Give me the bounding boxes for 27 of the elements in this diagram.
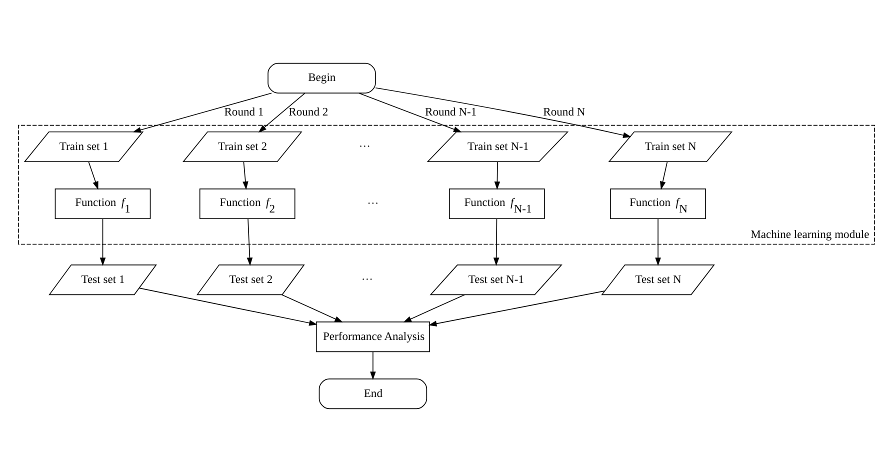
node-box: Begin	[268, 62, 376, 93]
arrow	[88, 160, 98, 190]
arrow	[370, 350, 376, 380]
label: ···	[361, 272, 373, 286]
arrow	[242, 160, 248, 190]
node-box: End	[318, 378, 428, 409]
arrow	[493, 218, 500, 266]
edge-label: Round N	[543, 105, 586, 118]
edge-label: Round 1	[224, 105, 264, 118]
node-box: Performance Analysis	[316, 321, 430, 352]
arrow	[358, 92, 462, 132]
arrow	[281, 294, 343, 322]
arrow	[403, 294, 466, 322]
arrow	[655, 218, 661, 266]
arrow	[494, 160, 500, 190]
edge-label: Round 2	[288, 105, 328, 118]
arrow	[246, 218, 253, 266]
label: ···	[367, 196, 379, 210]
arrow	[375, 86, 632, 138]
arrow	[138, 287, 318, 326]
arrow	[100, 218, 106, 266]
label: ···	[358, 139, 370, 152]
edge-label: Round N-1	[425, 105, 477, 118]
arrow	[660, 160, 668, 190]
arrow	[258, 92, 306, 132]
arrow	[428, 290, 606, 326]
arrow	[132, 92, 272, 132]
